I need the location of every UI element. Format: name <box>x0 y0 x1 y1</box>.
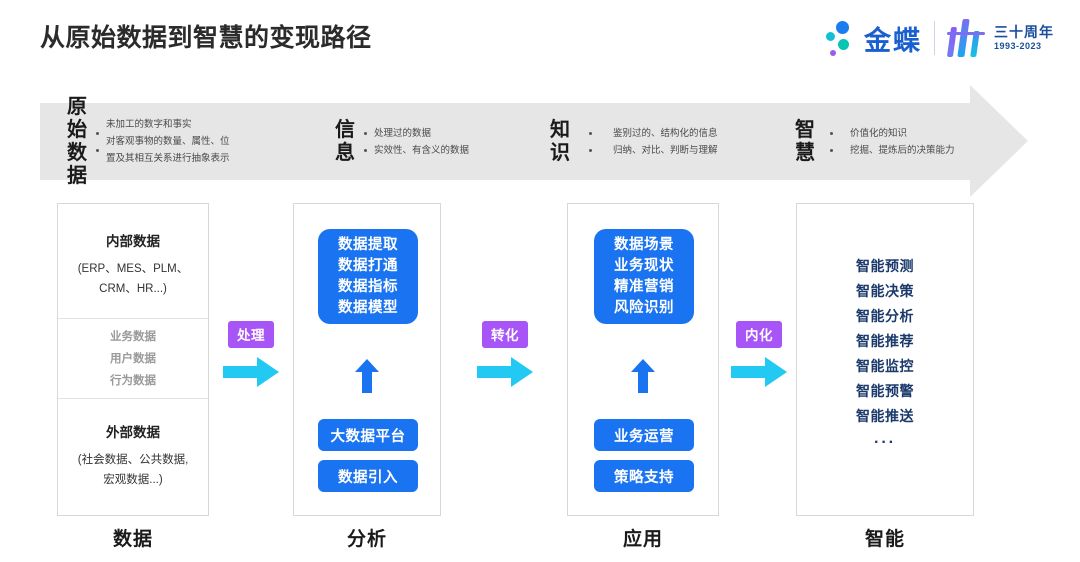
banner-key-wisdom: 智 慧 <box>795 118 815 164</box>
stage-card-application: 数据场景 业务现状 精准营销 风险识别 业务运营 策略支持 <box>567 203 719 516</box>
footer-label-data: 数据 <box>112 529 153 550</box>
analysis-capability-item: 数据打通 <box>338 257 398 274</box>
bullet-dots-icon <box>364 125 367 159</box>
bullet-dots-icon <box>96 116 99 167</box>
right-arrow-icon <box>724 357 794 387</box>
intelligence-item: 智能预警 <box>856 383 914 399</box>
intelligence-item: 智能分析 <box>856 308 914 324</box>
banner-bullet: 实效性、有含义的数据 <box>374 144 470 156</box>
banner-body-shape <box>40 103 975 180</box>
application-capability-item: 业务现状 <box>614 257 674 274</box>
connector-label-transformation: 转化 <box>482 321 528 348</box>
right-arrow-icon <box>216 357 286 387</box>
banner-bullet: 归纳、对比、判断与理解 <box>613 144 718 156</box>
banner-bullet: 未加工的数字和事实 <box>106 119 192 130</box>
footer-label-application: 应用 <box>622 529 663 550</box>
external-data-note: (社会数据、公共数据, 宏观数据...) <box>77 454 189 486</box>
banner-column-information: 信 息 处理过的数据 实效性、有含义的数据 <box>330 103 545 180</box>
footer-label-intelligence: 智能 <box>864 529 905 550</box>
connector-internalization: 内化 <box>724 203 794 387</box>
banner-key-raw-data: 原始 数据 <box>67 95 87 187</box>
application-strategy-pill: 策略支持 <box>594 460 694 492</box>
data-type-item: 行为数据 <box>110 374 156 387</box>
stage-card-intelligence: 智能预测 智能决策 智能分析 智能推荐 智能监控 智能预警 智能推送 ··· <box>796 203 974 516</box>
banner-bullet: 处理过的数据 <box>374 127 432 139</box>
banner-column-wisdom: 智 慧 价值化的知识 挖掘、提炼后的决策能力 <box>790 103 975 180</box>
analysis-capability-item: 数据指标 <box>338 278 398 295</box>
banner-key-information: 信 息 <box>335 118 355 164</box>
data-type-item: 业务数据 <box>110 330 156 343</box>
banner-bullet: 对客观事物的数量、属性、位 <box>106 136 230 147</box>
application-capability-item: 精准营销 <box>614 278 674 295</box>
anniversary-mark-icon <box>946 19 987 57</box>
intelligence-ellipsis: ··· <box>874 434 896 451</box>
banner-key-knowledge: 知 识 <box>550 118 570 164</box>
stage-footer-labels: 数据 分析 应用 智能 <box>0 524 1080 562</box>
analysis-platform-pill: 大数据平台 <box>318 419 418 451</box>
analysis-ingest-pill: 数据引入 <box>318 460 418 492</box>
anniversary-text: 三十周年 1993-2023 <box>994 24 1054 52</box>
data-types-section: 业务数据 用户数据 行为数据 <box>58 319 208 399</box>
kingdee-dots-icon <box>824 19 858 57</box>
application-capability-item: 数据场景 <box>614 236 674 253</box>
bullet-dots-icon <box>830 125 833 159</box>
analysis-capability-box: 数据提取 数据打通 数据指标 数据模型 <box>318 229 418 324</box>
intelligence-item: 智能决策 <box>856 283 914 299</box>
connector-label-processing: 处理 <box>228 321 274 348</box>
stage-card-data: 内部数据 (ERP、MES、PLM、 CRM、HR...) 业务数据 用户数据 … <box>57 203 209 516</box>
application-capability-item: 风险识别 <box>614 299 674 316</box>
application-operations-pill: 业务运营 <box>594 419 694 451</box>
connector-processing: 处理 <box>216 203 286 387</box>
application-capability-box: 数据场景 业务现状 精准营销 风险识别 <box>594 229 694 324</box>
anniversary-years: 1993-2023 <box>994 41 1042 51</box>
intelligence-item: 智能推送 <box>856 408 914 424</box>
external-data-section: 外部数据 (社会数据、公共数据, 宏观数据...) <box>58 399 208 515</box>
external-data-title: 外部数据 <box>106 425 160 440</box>
bullet-dots-icon <box>589 125 592 159</box>
footer-label-analysis: 分析 <box>346 529 387 550</box>
banner-column-raw-data: 原始 数据 未加工的数字和事实 对客观事物的数量、属性、位 置及其相互关系进行抽… <box>40 96 330 187</box>
up-arrow-icon <box>355 359 379 393</box>
intelligence-list: 智能预测 智能决策 智能分析 智能推荐 智能监控 智能预警 智能推送 ··· <box>797 204 973 457</box>
page-title: 从原始数据到智慧的变现路径 <box>40 24 372 52</box>
intelligence-item: 智能监控 <box>856 358 914 374</box>
banner-bullet: 挖掘、提炼后的决策能力 <box>850 144 955 156</box>
internal-data-note: (ERP、MES、PLM、 CRM、HR...) <box>77 263 189 295</box>
intelligence-item: 智能预测 <box>856 258 914 274</box>
data-type-item: 用户数据 <box>110 352 156 365</box>
banner-bullet: 置及其相互关系进行抽象表示 <box>106 153 230 164</box>
right-arrow-icon <box>470 357 540 387</box>
internal-data-section: 内部数据 (ERP、MES、PLM、 CRM、HR...) <box>58 204 208 319</box>
banner-column-knowledge: 知 识 鉴别过的、结构化的信息 归纳、对比、判断与理解 <box>545 103 790 180</box>
internal-data-title: 内部数据 <box>106 234 160 249</box>
analysis-capability-item: 数据提取 <box>338 236 398 253</box>
analysis-capability-item: 数据模型 <box>338 299 398 316</box>
anniversary-label: 三十周年 <box>994 24 1054 41</box>
up-arrow-icon <box>631 359 655 393</box>
banner-bullet: 价值化的知识 <box>850 127 908 139</box>
brand-logo: 金蝶 三十周年 1993-2023 <box>824 16 1054 60</box>
connector-label-internalization: 内化 <box>736 321 782 348</box>
definition-banner: 原始 数据 未加工的数字和事实 对客观事物的数量、属性、位 置及其相互关系进行抽… <box>40 85 1030 197</box>
banner-arrow-head-shape <box>970 85 1028 197</box>
brand-name: 金蝶 <box>864 25 922 56</box>
intelligence-item: 智能推荐 <box>856 333 914 349</box>
banner-bullet: 鉴别过的、结构化的信息 <box>613 127 718 139</box>
brand-divider <box>934 21 935 55</box>
stage-card-analysis: 数据提取 数据打通 数据指标 数据模型 大数据平台 数据引入 <box>293 203 441 516</box>
connector-transformation: 转化 <box>470 203 540 387</box>
